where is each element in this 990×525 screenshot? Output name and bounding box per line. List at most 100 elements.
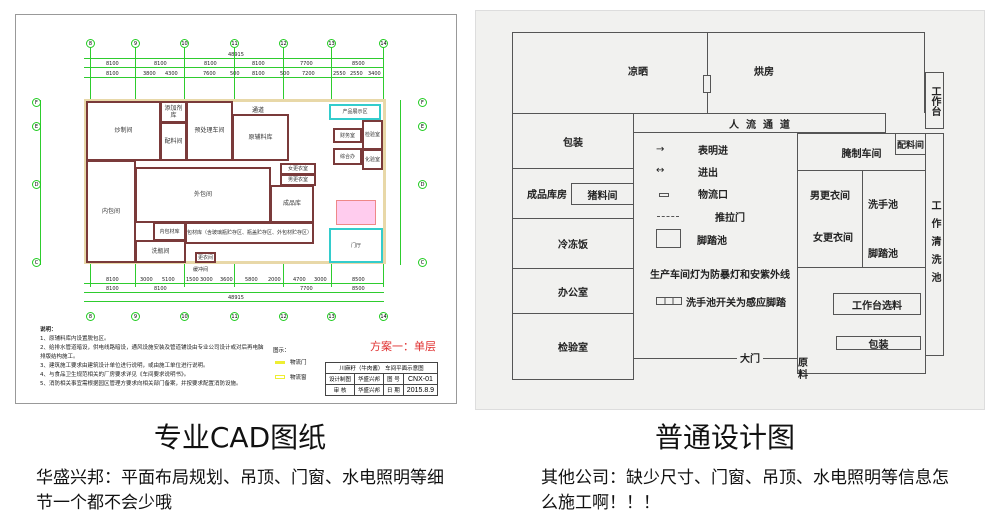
dimension: 4300 [165, 71, 178, 77]
axis-bubble: 13 [327, 39, 336, 48]
scheme-label: 方案一：单层 [370, 340, 436, 353]
sink-icon [656, 297, 682, 305]
project-title: 川麻籽（牛肉酱） 车间平面示意图 [324, 362, 439, 374]
axis-bubble: 8 [86, 39, 95, 48]
dimension: 2550 [350, 71, 363, 77]
label: 审 核 [324, 384, 356, 396]
note: 4、与食品卫生规范相关的厂房要求详见《车间要求说明书》。 [40, 372, 190, 378]
logistics-port-icon [659, 193, 669, 197]
legend-item: 物流口 [698, 190, 728, 201]
room: 化验室 [362, 149, 383, 170]
cleaning-sink-column: 工作清洗池 [925, 133, 944, 356]
dimension: 8100 [252, 61, 265, 67]
room-label: 腌制车间 [841, 148, 882, 160]
room-label: 冷冻饭 [558, 240, 588, 251]
right-caption-title: 普通设计图 [654, 421, 795, 454]
raw-material-label: 原料 [798, 358, 808, 381]
packing-table: 包装 [836, 336, 921, 351]
dimension: 7700 [300, 286, 313, 292]
sink-label: 洗手池 [868, 200, 898, 211]
wall [797, 267, 926, 268]
left-caption-title: 专业CAD图纸 [153, 421, 327, 454]
room: 综合办 [333, 148, 362, 165]
dimension: 8100 [252, 71, 265, 77]
restroom-fixtures [336, 200, 376, 225]
legend-note: 洗手池开关为感应脚踏 [686, 298, 786, 309]
room: 产品展示区 [329, 104, 381, 120]
sliding-door-icon [657, 216, 679, 217]
label: 日 期 [383, 384, 404, 396]
axis-bubble: C [418, 258, 427, 267]
dimension-line [84, 292, 384, 293]
room-label: 工作清洗池 [929, 199, 940, 290]
dimension: 5100 [162, 277, 175, 283]
room-label: 包装 [868, 339, 889, 351]
room-label: 女更衣间 [813, 233, 853, 244]
room-label: 猪料间 [587, 190, 618, 202]
room: 猪料间 [571, 183, 634, 205]
room-label: 配料间 [896, 140, 924, 151]
drawing-number: CNX-01 [402, 373, 439, 385]
dimension: 500 [230, 71, 240, 77]
dimension-line [400, 100, 401, 265]
room: 检验室 [512, 313, 634, 380]
corridor-label: 通道 [252, 107, 265, 114]
dimension: 1500 [186, 277, 199, 283]
dimension-line [84, 301, 384, 302]
dimension: 5800 [245, 277, 258, 283]
legend-item: 推拉门 [715, 213, 745, 224]
arrow-inout-icon: ↔ [656, 165, 665, 176]
dimension: 8500 [352, 277, 365, 283]
legend-note: 生产车间灯为防暴灯和安紫外线 [650, 270, 790, 281]
dimension: 8100 [204, 61, 217, 67]
dimension-total: 48915 [228, 52, 244, 58]
dimension: 2550 [333, 71, 346, 77]
value: 华盛兴邦 [354, 384, 385, 396]
axis-bubble: 14 [379, 312, 388, 321]
axis-bubble: C [32, 258, 41, 267]
room: 内包材库 [153, 222, 186, 241]
legend-title: 图示： [273, 348, 290, 354]
dimension-line [84, 283, 384, 284]
legend-item: 物流门 [290, 360, 307, 366]
workbench-column: 工作台 [925, 72, 944, 129]
footbath-icon [656, 229, 681, 248]
note: 3、建筑施工要求由建筑设计单位进行说明，或由施工单位进行说明。 [40, 363, 209, 369]
room: 办公室 [512, 268, 634, 314]
room-label: 工作台 [929, 85, 940, 116]
dimension: 3000 [200, 277, 213, 283]
axis-bubble: D [418, 180, 427, 189]
gate-wall [634, 358, 797, 359]
wall [707, 32, 708, 113]
axis-bubble: 11 [230, 39, 239, 48]
workbench: 工作台选料 [833, 293, 921, 315]
axis-bubble: 12 [279, 312, 288, 321]
axis-bubble: 9 [131, 312, 140, 321]
top-wall [512, 32, 925, 113]
arrow-in-icon: → [656, 144, 665, 155]
axis-bubble: F [32, 98, 41, 107]
label: 图 号 [383, 373, 404, 385]
corridor: 人 流 通 道 [633, 113, 886, 133]
date: 2015.8.9 [402, 384, 439, 396]
room-label: 检验室 [558, 343, 588, 354]
dimension: 7700 [300, 61, 313, 67]
dimension-total: 48915 [228, 295, 244, 301]
door-legend-icon [275, 361, 285, 364]
dimension-line [84, 77, 384, 78]
dimension: 500 [280, 71, 290, 77]
note: 2、给排水管道暗设，供电线路暗设，通风设施安装及管道铺设由专业公司设计或对后再电… [40, 345, 264, 360]
room: 外包间 [135, 167, 271, 223]
dimension: 8100 [106, 71, 119, 77]
axis-bubble: 13 [327, 312, 336, 321]
axis-bubble: 9 [131, 39, 140, 48]
room: 包材库（含玻璃瓶贮存区、瓶盖贮存区、外包材贮存区） [185, 222, 314, 244]
room: 预处理车间 [186, 101, 233, 161]
room-label: 男更衣间 [810, 191, 850, 202]
axis-bubble: 10 [180, 312, 189, 321]
room: 内包间 [86, 160, 136, 263]
note: 1、原辅料库内设置脱包区。 [40, 336, 110, 342]
room: 炒制间 [86, 101, 161, 161]
dimension: 2000 [268, 277, 281, 283]
room: 包装 [512, 113, 634, 169]
